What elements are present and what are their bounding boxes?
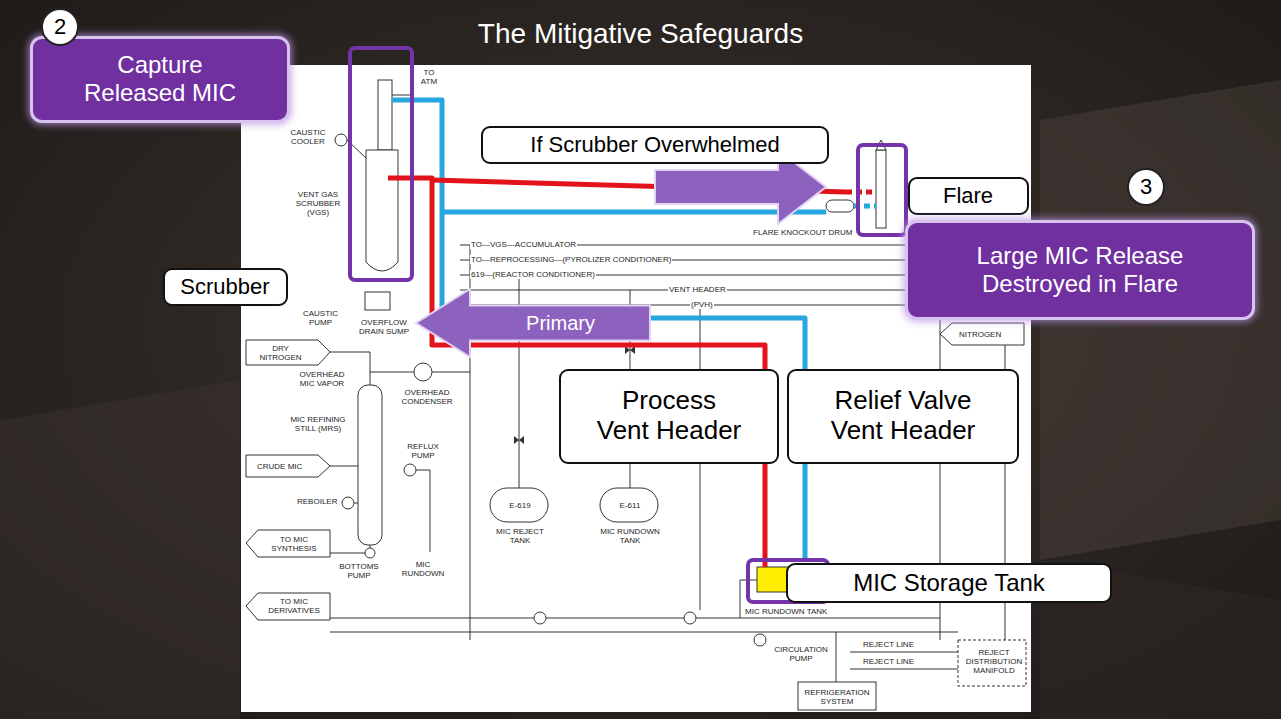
drawing-panel bbox=[241, 65, 1031, 712]
off-page-connector bbox=[246, 593, 330, 620]
highlight-frame bbox=[858, 145, 906, 235]
drawing-label: CAUSTIC PUMP bbox=[292, 309, 349, 327]
part-label-box: MIC Storage Tank bbox=[786, 563, 1112, 603]
vessel-symbol bbox=[876, 150, 886, 228]
vessel-symbol bbox=[366, 150, 398, 271]
drawing-label: MIC RUNDOWN TANK bbox=[596, 527, 664, 545]
drawing-label: (PVH) bbox=[690, 300, 714, 309]
callout-box: Capture Released MIC bbox=[30, 36, 290, 123]
vessel-symbol bbox=[490, 488, 548, 522]
vessel-symbol bbox=[826, 200, 854, 212]
box-text: Process Vent Header bbox=[594, 386, 745, 446]
vessel-symbol bbox=[600, 488, 658, 522]
pump-symbol bbox=[754, 634, 766, 646]
box-text: Flare bbox=[943, 183, 993, 208]
drawing-label: 619—(REACTOR CONDITIONER) bbox=[470, 270, 596, 279]
box-text: 3 bbox=[1140, 174, 1152, 199]
drawing-label: FLARE KNOCKOUT DRUM bbox=[752, 228, 853, 237]
part-label-box: Process Vent Header bbox=[559, 369, 779, 464]
vessel-symbol bbox=[358, 80, 1026, 710]
drawing-label: MIC REFINING STILL (MRS) bbox=[286, 415, 350, 433]
drawing-label: DRY NITROGEN bbox=[252, 344, 309, 362]
part-label-box: Flare bbox=[908, 177, 1029, 215]
pump-symbol bbox=[404, 464, 416, 476]
drawing-label: CAUSTIC COOLER bbox=[286, 128, 330, 146]
box-text: Primary bbox=[526, 312, 595, 335]
drawing-label: CRUDE MIC bbox=[256, 462, 303, 471]
highlight-frame bbox=[350, 48, 412, 280]
vent-pipe bbox=[442, 210, 826, 215]
off-page-connector bbox=[246, 340, 330, 365]
vent-pipe bbox=[388, 100, 876, 567]
pump-symbol bbox=[684, 612, 696, 624]
callout-box: Large MIC Release Destroyed in Flare bbox=[905, 220, 1255, 320]
drawing-label: MIC RUNDOWN bbox=[398, 560, 448, 578]
photo-background bbox=[1040, 80, 1281, 560]
off-page-connector bbox=[246, 455, 330, 477]
pump-symbol bbox=[365, 548, 375, 558]
vessel-symbol bbox=[798, 682, 876, 710]
vent-pipe bbox=[846, 190, 876, 195]
pump-symbol bbox=[534, 612, 546, 624]
callout-number: 3 bbox=[1127, 168, 1165, 206]
block-arrow: Primary bbox=[415, 288, 651, 358]
drawing-label: MIC RUNDOWN TANK bbox=[744, 607, 828, 616]
off-page-connector bbox=[246, 530, 330, 557]
vessel-symbol bbox=[365, 292, 390, 310]
off-page-connector bbox=[940, 323, 1024, 345]
drawing-label: REJECT LINE bbox=[862, 640, 915, 649]
box-text: MIC Storage Tank bbox=[853, 569, 1045, 597]
drawing-label: TO ATM bbox=[417, 68, 441, 86]
box-text: Large MIC Release Destroyed in Flare bbox=[960, 242, 1200, 297]
drawing-label: TO—REPROCESSING—(PYROLIZER CONDITIONER) bbox=[470, 255, 672, 264]
drawing-label: REJECT LINE bbox=[862, 657, 915, 666]
highlight-frame bbox=[350, 48, 906, 602]
drawing-label: BOTTOMS PUMP bbox=[336, 562, 382, 580]
drawing-label: CIRCULATION PUMP bbox=[770, 645, 832, 663]
drawing-label: OVERHEAD CONDENSER bbox=[396, 388, 458, 406]
callout-number: 2 bbox=[41, 8, 79, 46]
process-line bbox=[416, 470, 430, 552]
drawing-label: OVERHEAD MIC VAPOR bbox=[292, 370, 352, 388]
drawing-label: REBOILER bbox=[296, 497, 338, 506]
vessel-symbol bbox=[958, 640, 1026, 686]
photo-background bbox=[0, 380, 240, 719]
drawing-label: VENT GAS SCRUBBER (VGS) bbox=[292, 190, 344, 217]
drawing-label: TO MIC SYNTHESIS bbox=[262, 535, 326, 553]
pump-symbol bbox=[335, 134, 347, 146]
box-text: Relief Valve Vent Header bbox=[814, 386, 992, 446]
process-line bbox=[392, 88, 412, 95]
vessel-symbol bbox=[378, 80, 392, 150]
pump-symbol bbox=[342, 497, 354, 509]
box-text: If Scrubber Overwhelmed bbox=[530, 132, 779, 157]
condition-label-box: If Scrubber Overwhelmed bbox=[481, 126, 829, 164]
drawing-label: NITROGEN bbox=[958, 330, 1002, 339]
drawing-label: E-611 bbox=[610, 501, 650, 510]
process-line bbox=[460, 245, 940, 305]
drawing-label: REFLUX PUMP bbox=[398, 442, 448, 460]
drawing-label: REFRIGERATION SYSTEM bbox=[801, 688, 873, 706]
drawing-label: OVERFLOW DRAIN SUMP bbox=[354, 318, 414, 336]
box-text: Capture Released MIC bbox=[78, 51, 243, 106]
drawing-label: TO MIC DERIVATIVES bbox=[262, 597, 326, 615]
part-label-box: Relief Valve Vent Header bbox=[787, 369, 1019, 464]
arrow-shape bbox=[416, 289, 650, 357]
part-label-box: Scrubber bbox=[163, 268, 288, 306]
drawing-label: VENT HEADER bbox=[668, 285, 727, 294]
vessel-symbol bbox=[358, 385, 382, 545]
box-text: Scrubber bbox=[180, 274, 269, 299]
drawing-label: MIC REJECT TANK bbox=[490, 527, 550, 545]
pump-symbol bbox=[414, 363, 432, 381]
box-text: 2 bbox=[54, 14, 66, 39]
drawing-label: TO—VGS—ACCUMULATOR bbox=[470, 240, 577, 249]
valve-symbol bbox=[514, 436, 524, 444]
drawing-label: REJECT DISTRIBUTION MANIFOLD bbox=[963, 648, 1025, 675]
drawing-label: E-619 bbox=[500, 501, 540, 510]
process-line bbox=[330, 618, 958, 669]
